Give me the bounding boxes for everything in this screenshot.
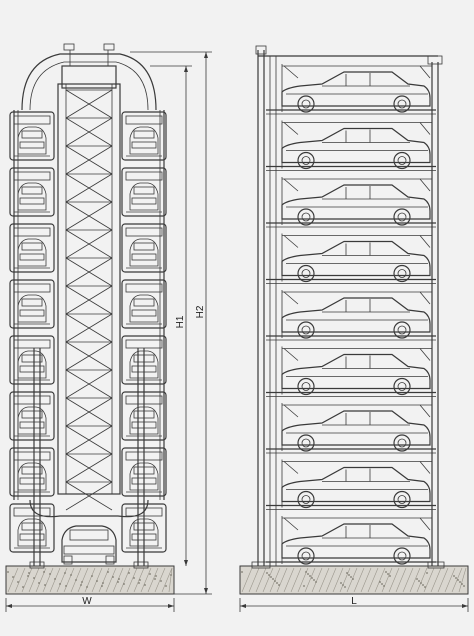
- height2-label: H2: [195, 305, 206, 318]
- front-pallet: [121, 223, 167, 273]
- front-pallet: [9, 223, 55, 273]
- front-pallet: [9, 111, 55, 161]
- side-car-level: [266, 177, 436, 228]
- front-pallet: [9, 447, 55, 497]
- side-car-level: [266, 403, 436, 454]
- front-pallet: [9, 335, 55, 385]
- side-car-level: [266, 120, 436, 171]
- side-view: L: [239, 45, 469, 612]
- front-pallet: [9, 279, 55, 329]
- side-car-levels: [266, 64, 436, 567]
- height2-dimension: [130, 51, 212, 595]
- front-foundation-hatch: [7, 567, 173, 593]
- side-car-level: [266, 64, 436, 115]
- width-label: W: [82, 596, 92, 607]
- entry-car-front: [61, 525, 117, 565]
- side-foundation-hatch: [241, 567, 467, 593]
- side-car-level: [266, 346, 436, 397]
- front-pallet: [9, 503, 55, 553]
- top-drive-unit: [61, 65, 117, 89]
- side-car-level: [266, 290, 436, 341]
- central-mast: [57, 83, 121, 495]
- front-view: W H1 H2: [5, 43, 212, 612]
- length-label: L: [351, 596, 357, 607]
- length-dimension: [239, 598, 469, 612]
- width-dimension: [5, 598, 175, 612]
- side-car-level: [266, 459, 436, 510]
- height1-dimension: [150, 65, 192, 566]
- side-foundation: [239, 565, 469, 595]
- top-arch: [21, 53, 157, 111]
- front-pallet: [9, 167, 55, 217]
- side-car-level: [266, 516, 436, 567]
- side-car-level: [266, 233, 436, 284]
- front-pallet: [9, 391, 55, 441]
- height1-label: H1: [175, 315, 186, 328]
- mast-lattice: [65, 89, 113, 511]
- front-pallet: [121, 167, 167, 217]
- front-pallet: [121, 111, 167, 161]
- front-pallet: [121, 279, 167, 329]
